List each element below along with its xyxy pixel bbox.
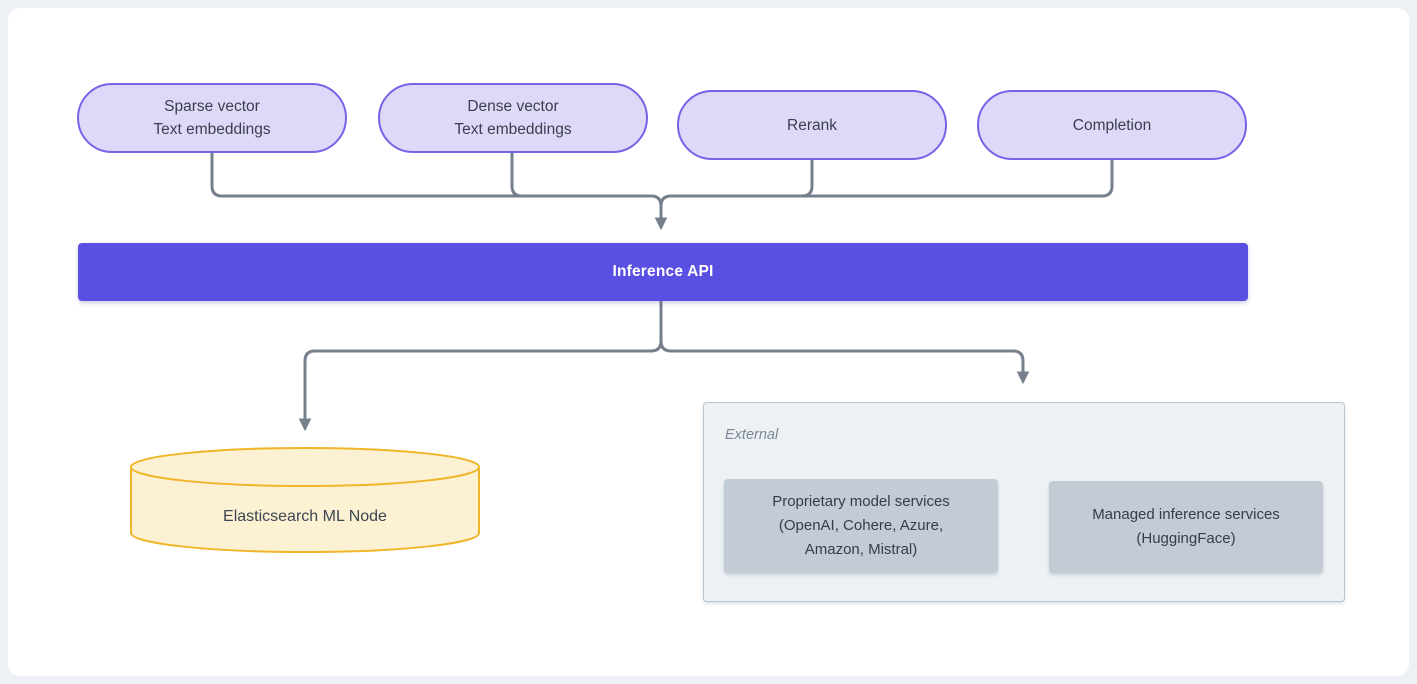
node-managed-inference: Managed inference services (HuggingFace) bbox=[1049, 481, 1323, 573]
group-external-label: External bbox=[725, 427, 779, 443]
group-external: External Proprietary model services (Ope… bbox=[703, 402, 1345, 602]
node-completion: Completion bbox=[977, 90, 1247, 160]
node-elasticsearch-ml-label: Elasticsearch ML Node bbox=[223, 508, 387, 525]
node-inference-api: Inference API bbox=[78, 243, 1248, 301]
node-rerank: Rerank bbox=[677, 90, 947, 160]
node-proprietary-services: Proprietary model services (OpenAI, Cohe… bbox=[724, 479, 998, 573]
node-sparse-vector: Sparse vector Text embeddings bbox=[77, 83, 347, 153]
node-dense-vector: Dense vector Text embeddings bbox=[378, 83, 648, 153]
